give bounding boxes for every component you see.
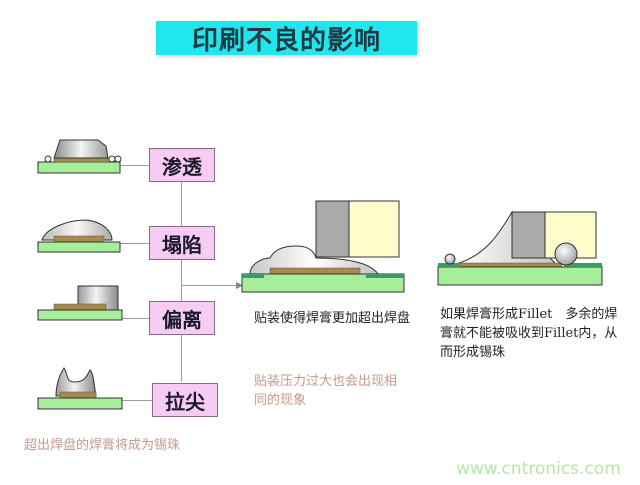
placement-note: 贴装使得焊膏更加超出焊盘 — [254, 311, 411, 326]
paste-offset-icon — [37, 285, 123, 321]
arrow-head-icon — [236, 282, 243, 289]
paste-peak-icon — [37, 367, 123, 410]
connector-slump — [112, 243, 150, 244]
paste-bleed-icon — [37, 139, 122, 174]
connector-bleed — [110, 165, 150, 166]
watermark: www.cntronics.com — [456, 459, 621, 479]
defect-label-peak: 拉尖 — [152, 383, 218, 417]
paste-slump-icon — [37, 219, 121, 253]
placement-pressure-icon — [241, 200, 405, 293]
connector-peak — [122, 400, 152, 401]
peak-note: 超出焊盘的焊膏将成为锡珠 — [24, 438, 181, 453]
defect-label-offset: 偏离 — [149, 301, 215, 335]
connector-vertical — [181, 182, 182, 382]
placement-pressure-note: 贴装压力过大也会出现相同的现象 — [254, 374, 398, 408]
fillet-note: 如果焊膏形成Fillet 多余的焊膏就不能被吸收到Fillet内，从而形成锡珠 — [440, 307, 618, 360]
defect-label-bleed: 渗透 — [149, 148, 215, 182]
defect-label-slump: 塌陷 — [149, 226, 215, 260]
fillet-solder-ball-icon — [437, 210, 603, 286]
connector-offset — [114, 318, 150, 319]
page-title: 印刷不良的影响 — [156, 21, 417, 56]
connector-to-placement — [182, 285, 240, 286]
